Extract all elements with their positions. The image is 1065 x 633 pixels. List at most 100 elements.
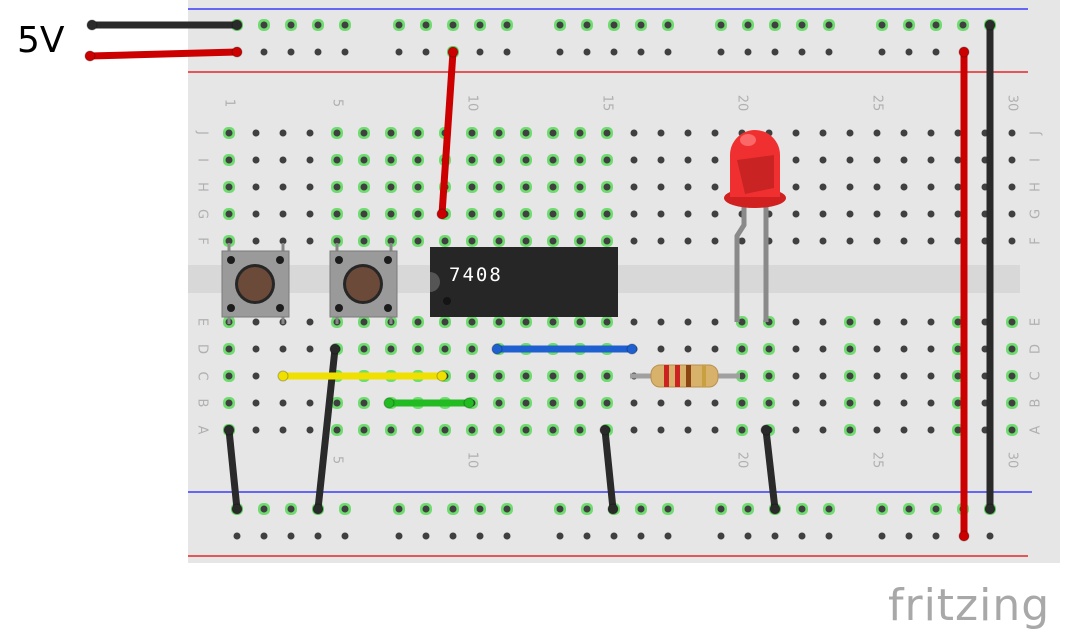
breadboard-hole bbox=[954, 372, 962, 380]
breadboard-hole bbox=[657, 129, 665, 137]
column-number: 15 bbox=[600, 95, 615, 112]
breadboard-hole bbox=[711, 210, 719, 218]
rail-hole bbox=[503, 21, 511, 29]
breadboard-hole bbox=[792, 318, 800, 326]
wire-chip-ground bbox=[599, 424, 619, 515]
rail-hole bbox=[395, 532, 403, 540]
row-letter: C bbox=[1029, 371, 1044, 380]
breadboard-hole bbox=[576, 399, 584, 407]
rail-hole bbox=[664, 48, 672, 56]
breadboard-hole bbox=[792, 237, 800, 245]
rail-hole bbox=[932, 532, 940, 540]
breadboard-hole bbox=[549, 129, 557, 137]
breadboard-hole bbox=[1008, 237, 1016, 245]
column-number: 30 bbox=[1005, 452, 1020, 469]
breadboard-hole bbox=[360, 237, 368, 245]
breadboard-hole bbox=[711, 156, 719, 164]
breadboard-hole bbox=[333, 237, 341, 245]
rail-hole bbox=[395, 48, 403, 56]
wire-led-ground bbox=[760, 424, 781, 515]
breadboard-hole bbox=[927, 156, 935, 164]
chip-label: 7408 bbox=[449, 264, 503, 286]
rail-hole bbox=[583, 21, 591, 29]
breadboard-hole bbox=[306, 318, 314, 326]
rail-hole bbox=[556, 532, 564, 540]
breadboard-hole bbox=[819, 426, 827, 434]
breadboard-hole bbox=[360, 210, 368, 218]
breadboard-hole bbox=[792, 210, 800, 218]
breadboard-hole bbox=[900, 345, 908, 353]
breadboard-hole bbox=[252, 318, 260, 326]
breadboard-hole bbox=[630, 129, 638, 137]
row-letter: I bbox=[1029, 158, 1044, 162]
rail-hole bbox=[287, 505, 295, 513]
breadboard-hole bbox=[900, 156, 908, 164]
row-letter: I bbox=[195, 158, 210, 162]
breadboard-hole bbox=[576, 183, 584, 191]
breadboard-hole bbox=[522, 399, 530, 407]
breadboard-hole bbox=[252, 399, 260, 407]
rail-hole bbox=[449, 532, 457, 540]
rail-hole bbox=[744, 48, 752, 56]
wire-blue bbox=[491, 343, 638, 355]
rail-hole bbox=[610, 48, 618, 56]
breadboard-hole bbox=[765, 345, 773, 353]
breadboard-hole bbox=[738, 399, 746, 407]
breadboard-hole bbox=[306, 345, 314, 353]
resistor bbox=[630, 364, 740, 388]
breadboard-hole bbox=[819, 156, 827, 164]
breadboard-hole bbox=[333, 183, 341, 191]
breadboard-hole bbox=[711, 237, 719, 245]
breadboard-hole bbox=[522, 237, 530, 245]
row-letter: F bbox=[195, 237, 210, 244]
breadboard-hole bbox=[954, 237, 962, 245]
rail-hole bbox=[287, 21, 295, 29]
breadboard-hole bbox=[900, 399, 908, 407]
row-letter: J bbox=[195, 130, 210, 135]
rail-hole bbox=[878, 21, 886, 29]
breadboard-hole bbox=[792, 156, 800, 164]
rail-hole bbox=[717, 48, 725, 56]
rail-hole bbox=[341, 505, 349, 513]
row-letter: F bbox=[1029, 237, 1044, 244]
breadboard-hole bbox=[738, 372, 746, 380]
breadboard-hole bbox=[306, 210, 314, 218]
breadboard-hole bbox=[954, 345, 962, 353]
breadboard-hole bbox=[252, 237, 260, 245]
breadboard-hole bbox=[549, 183, 557, 191]
row-letter: A bbox=[1029, 425, 1044, 434]
breadboard-hole bbox=[873, 318, 881, 326]
breadboard-hole bbox=[576, 426, 584, 434]
rail-hole bbox=[287, 48, 295, 56]
breadboard-hole bbox=[738, 345, 746, 353]
breadboard-hole bbox=[1008, 426, 1016, 434]
breadboard-hole bbox=[468, 156, 476, 164]
rail-hole bbox=[771, 21, 779, 29]
wire-ground-rail-bridge bbox=[984, 19, 996, 515]
column-number: 1 bbox=[222, 99, 237, 107]
breadboard-hole bbox=[495, 237, 503, 245]
breadboard-hole bbox=[846, 210, 854, 218]
breadboard-hole bbox=[792, 183, 800, 191]
rail-hole bbox=[986, 532, 994, 540]
breadboard-hole bbox=[549, 156, 557, 164]
rail-hole bbox=[449, 21, 457, 29]
breadboard-hole bbox=[252, 345, 260, 353]
breadboard-hole bbox=[819, 210, 827, 218]
breadboard-hole bbox=[414, 129, 422, 137]
breadboard-hole bbox=[414, 318, 422, 326]
rail-hole bbox=[314, 48, 322, 56]
rail-hole bbox=[583, 532, 591, 540]
breadboard-hole bbox=[441, 345, 449, 353]
breadboard-hole bbox=[684, 345, 692, 353]
breadboard-hole bbox=[468, 129, 476, 137]
breadboard-hole bbox=[360, 183, 368, 191]
breadboard-hole bbox=[954, 318, 962, 326]
breadboard-hole bbox=[576, 129, 584, 137]
breadboard-hole bbox=[495, 183, 503, 191]
breadboard-hole bbox=[657, 210, 665, 218]
breadboard-hole bbox=[549, 210, 557, 218]
wire-power-rail-bridge bbox=[958, 46, 970, 542]
breadboard-hole bbox=[468, 372, 476, 380]
rail-hole bbox=[341, 48, 349, 56]
